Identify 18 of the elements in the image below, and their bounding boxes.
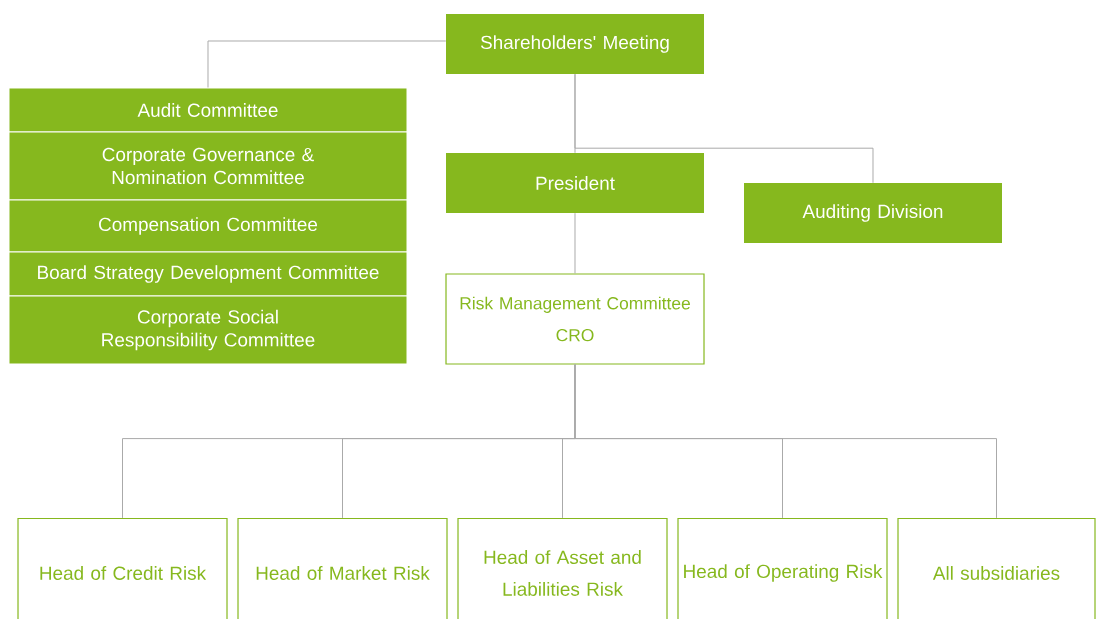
connector-line <box>207 40 447 88</box>
org-box: President <box>446 153 704 213</box>
committee-box: Corporate Governance & Nomination Committee <box>8 131 408 201</box>
connector-line <box>574 364 997 519</box>
connector-line <box>574 212 576 274</box>
committee-box: Corporate Social Responsibility Committee <box>8 295 408 365</box>
risk-box: Head of Credit Risk <box>17 517 228 619</box>
risk-box: Head of Market Risk <box>237 517 448 619</box>
risk-box: All subsidiaries <box>897 517 1096 619</box>
risk-box: Risk Management Committee CRO <box>445 273 705 365</box>
org-box: Shareholders' Meeting <box>446 14 704 74</box>
committee-box: Compensation Committee <box>8 199 408 253</box>
committee-box: Board Strategy Development Committee <box>8 251 408 297</box>
committee-box: Audit Committee <box>8 87 408 133</box>
risk-box: Head of Operating Risk <box>677 517 888 619</box>
connector-line <box>574 73 874 184</box>
risk-box: Head of Asset and Liabilities Risk <box>457 517 668 619</box>
org-box: Auditing Division <box>744 183 1002 243</box>
